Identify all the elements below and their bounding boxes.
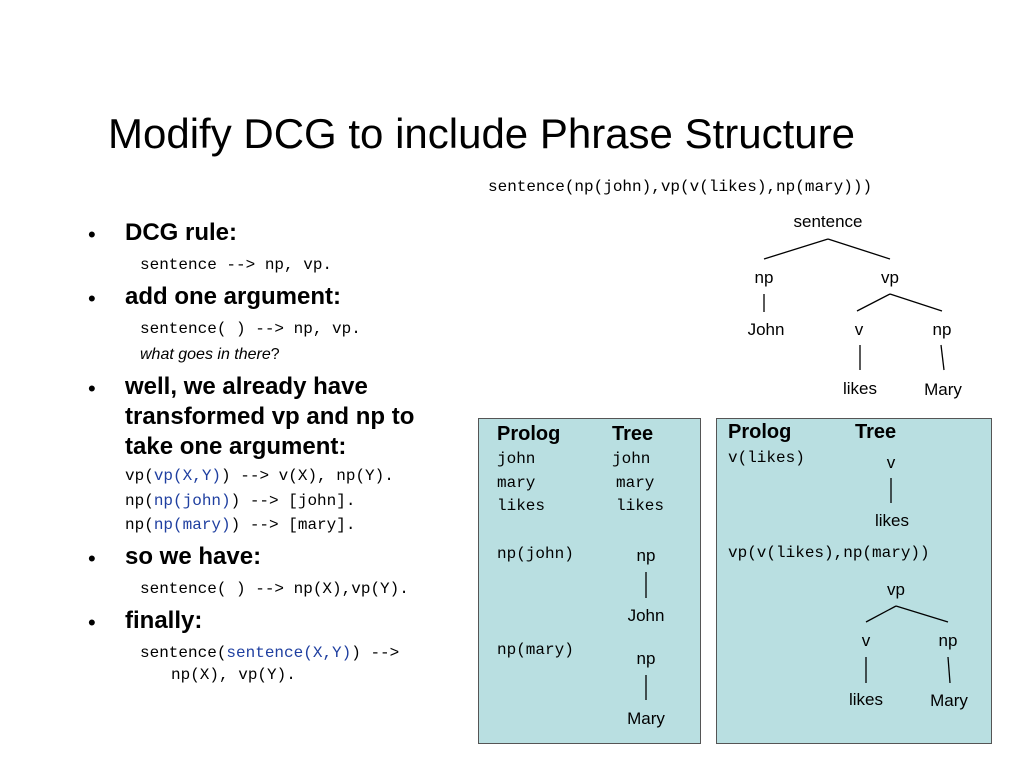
prolog-tree-box-2 — [716, 418, 992, 744]
box2-leaf-likes: likes — [848, 690, 884, 709]
bullet-so-we-have: so we have: — [125, 543, 262, 570]
box2-vp-term: vp(v(likes),np(mary)) — [728, 544, 930, 562]
prolog-tree-box-1 — [478, 418, 701, 744]
code-add-argument: sentence( ) --> np, vp. — [140, 320, 361, 338]
box1-node-np: np — [636, 649, 656, 668]
node-v: v — [854, 320, 864, 339]
code-highlight: np(john) — [153, 492, 231, 510]
box2-node-np: np — [938, 631, 958, 650]
leaf-john: John — [747, 320, 785, 339]
node-sentence: sentence — [793, 212, 863, 231]
box1-leaf-mary: Mary — [627, 709, 665, 728]
box1-node-np: np — [636, 546, 656, 565]
note-what-goes: what goes in there? — [140, 346, 280, 364]
box2-v-term: v(likes) — [728, 449, 805, 467]
code-part: sentence( — [140, 644, 227, 662]
bullet-dot: • — [88, 222, 96, 247]
box1-row-tree: likes — [616, 497, 665, 515]
page-title: Modify DCG to include Phrase Structure — [108, 110, 855, 157]
box1-row-tree: john — [612, 450, 651, 468]
example-term: sentence(np(john),vp(v(likes),np(mary))) — [488, 178, 873, 196]
bullet-already-have-2: transformed vp and np to — [125, 403, 415, 430]
box2-node-v: v — [861, 631, 871, 650]
note-text: what goes in there — [140, 346, 271, 363]
box2-leaf-likes: likes — [874, 511, 910, 530]
box1-row-tree: mary — [616, 474, 655, 492]
box2-node-vp: vp — [887, 580, 905, 599]
node-vp: vp — [881, 268, 899, 287]
box1-row-prolog: mary — [497, 474, 536, 492]
code-part: ) --> — [351, 644, 400, 662]
bullet-dot: • — [88, 610, 96, 635]
box2-header-tree: Tree — [855, 421, 897, 443]
box1-header-prolog: Prolog — [497, 423, 561, 445]
code-highlight: sentence(X,Y) — [226, 644, 352, 662]
box1-row-prolog: likes — [497, 497, 546, 515]
leaf-mary: Mary — [924, 380, 962, 399]
code-np-john-rule: np(np(john)) --> [john]. — [125, 492, 355, 510]
code-part: np( — [125, 516, 154, 534]
code-part: np( — [125, 492, 154, 510]
box2-header-prolog: Prolog — [728, 421, 792, 443]
code-vp-rule: vp(vp(X,Y)) --> v(X), np(Y). — [125, 467, 394, 485]
code-highlight: np(mary) — [153, 516, 231, 534]
code-finally-1: sentence(sentence(X,Y)) --> — [140, 644, 399, 662]
code-highlight: vp(X,Y) — [153, 467, 222, 485]
bullet-dot: • — [88, 376, 96, 401]
box1-header-tree: Tree — [612, 423, 654, 445]
bullet-dot: • — [88, 546, 96, 571]
bullet-add-argument: add one argument: — [125, 283, 342, 310]
node-np: np — [754, 268, 774, 287]
box1-np-john-term: np(john) — [497, 545, 574, 563]
bullet-finally: finally: — [125, 607, 203, 634]
bullet-already-have-1: well, we already have — [125, 373, 368, 400]
box1-leaf-john: John — [627, 606, 665, 625]
box2-node-v: v — [886, 453, 896, 472]
bullet-dcg-rule: DCG rule: — [125, 219, 238, 246]
bullet-already-have-3: take one argument: — [125, 433, 347, 460]
box1-np-mary-term: np(mary) — [497, 641, 574, 659]
note-question: ? — [270, 346, 280, 363]
node-np: np — [932, 320, 952, 339]
code-dcg-rule: sentence --> np, vp. — [140, 256, 333, 274]
code-so-we-have: sentence( ) --> np(X),vp(Y). — [140, 580, 409, 598]
leaf-likes: likes — [842, 379, 878, 398]
code-part: vp( — [125, 467, 154, 485]
bullet-dot: • — [88, 286, 96, 311]
box2-leaf-mary: Mary — [930, 691, 968, 710]
code-np-mary-rule: np(np(mary)) --> [mary]. — [125, 516, 355, 534]
code-finally-2: np(X), vp(Y). — [171, 666, 296, 684]
box1-row-prolog: john — [497, 450, 536, 468]
code-part: ) --> [john]. — [230, 492, 356, 510]
code-part: ) --> v(X), np(Y). — [221, 467, 394, 485]
code-part: ) --> [mary]. — [230, 516, 356, 534]
